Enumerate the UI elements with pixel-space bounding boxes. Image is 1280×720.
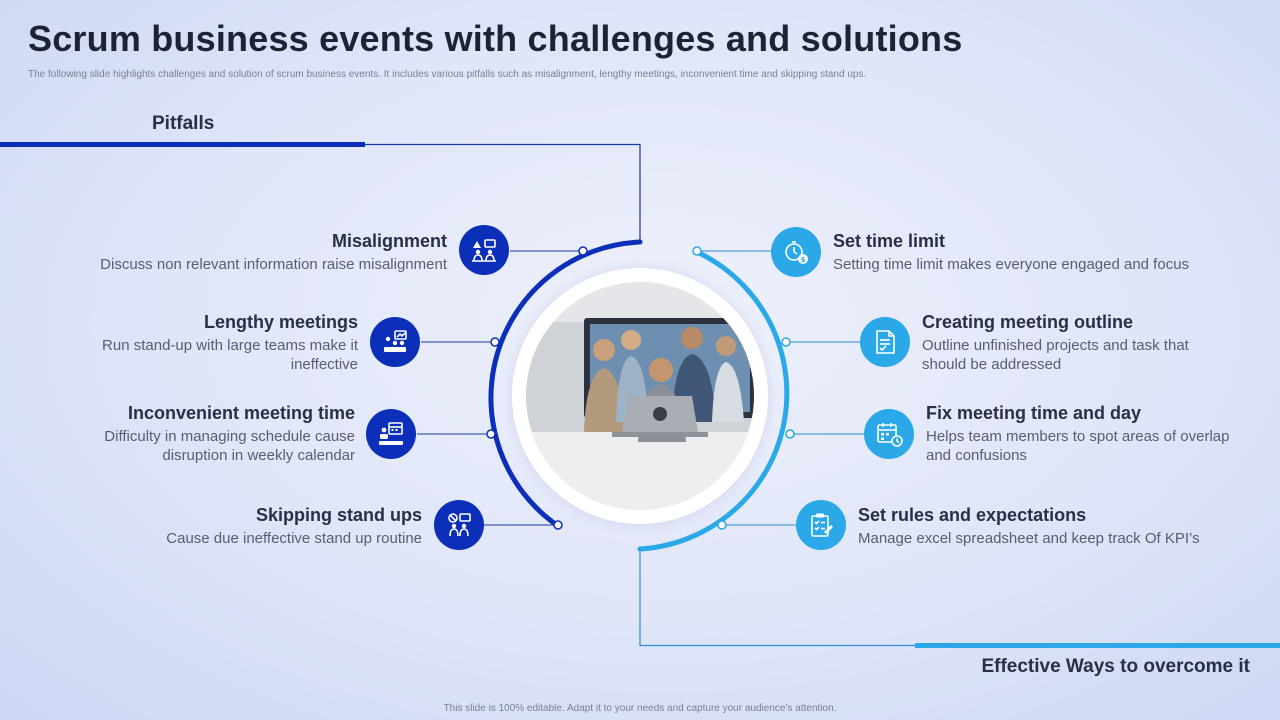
- solution-title: Creating meeting outline: [922, 312, 1134, 332]
- meeting-presentation-icon: [370, 317, 420, 367]
- page-title: Scrum business events with challenges an…: [28, 18, 963, 59]
- solution-desc: Outline unfinished projects and task tha…: [922, 337, 1189, 373]
- solutions-connector: [639, 550, 915, 647]
- pitfalls-header-bar: [0, 142, 365, 147]
- pitfall-item-misalignment: Misalignment Discuss non relevant inform…: [27, 231, 447, 274]
- pitfall-desc: Discuss non relevant information raise m…: [100, 256, 447, 273]
- stopwatch-money-icon: $: [771, 227, 821, 277]
- dot-inconvenient: [486, 429, 496, 439]
- pitfalls-heading: Pitfalls: [152, 113, 215, 134]
- clipboard-rules-icon: [796, 500, 846, 550]
- solution-desc: Helps team members to spot areas of over…: [926, 428, 1230, 464]
- solution-item-meeting-outline: Creating meeting outline Outline unfinis…: [922, 312, 1222, 374]
- document-outline-icon: [860, 317, 910, 367]
- pitfall-title: Lengthy meetings: [203, 312, 358, 332]
- solution-item-fix-time: Fix meeting time and day Helps team memb…: [926, 403, 1256, 465]
- solutions-header-bar: [915, 643, 1280, 648]
- dot-fix-time: [785, 429, 795, 439]
- pitfall-desc: Run stand-up with large teams make it in…: [102, 337, 358, 373]
- team-meeting-photo: [526, 282, 754, 510]
- pitfall-desc: Difficulty in managing schedule cause di…: [104, 428, 355, 464]
- solutions-arc: [637, 249, 790, 552]
- solution-title: Fix meeting time and day: [926, 403, 1142, 423]
- team-warning-icon: [459, 225, 509, 275]
- pitfalls-connector: [365, 143, 641, 240]
- calendar-schedule-icon: [864, 409, 914, 459]
- dot-outline: [781, 337, 791, 347]
- solution-title: Set time limit: [833, 231, 946, 251]
- pitfall-item-skipping-standups: Skipping stand ups Cause due ineffective…: [42, 505, 422, 548]
- footer-note: This slide is 100% editable. Adapt it to…: [443, 703, 837, 714]
- pitfall-title: Inconvenient meeting time: [127, 403, 355, 423]
- solution-title: Set rules and expectations: [858, 505, 1087, 525]
- svg-text:$: $: [801, 256, 806, 264]
- solution-item-time-limit: Set time limit Setting time limit makes …: [833, 231, 1253, 274]
- dot-lengthy: [490, 337, 500, 347]
- pitfall-desc: Cause due ineffective stand up routine: [166, 530, 422, 547]
- page-subtitle: The following slide highlights challenge…: [28, 69, 867, 80]
- solution-desc: Setting time limit makes everyone engage…: [833, 256, 1190, 273]
- calendar-meeting-icon: [366, 409, 416, 459]
- dot-misalignment: [578, 246, 588, 256]
- solutions-heading: Effective Ways to overcome it: [981, 656, 1250, 677]
- pitfall-title: Misalignment: [331, 231, 447, 251]
- pitfall-title: Skipping stand ups: [255, 505, 422, 525]
- pitfall-item-lengthy-meetings: Lengthy meetings Run stand-up with large…: [68, 312, 358, 374]
- no-standup-icon: [434, 500, 484, 550]
- solution-desc: Manage excel spreadsheet and keep track …: [858, 530, 1200, 547]
- dot-time-limit: [692, 246, 702, 256]
- dot-skipping: [553, 520, 563, 530]
- solution-item-rules: Set rules and expectations Manage excel …: [858, 505, 1258, 548]
- pitfall-item-inconvenient-time: Inconvenient meeting time Difficulty in …: [55, 403, 355, 465]
- dot-rules: [717, 520, 727, 530]
